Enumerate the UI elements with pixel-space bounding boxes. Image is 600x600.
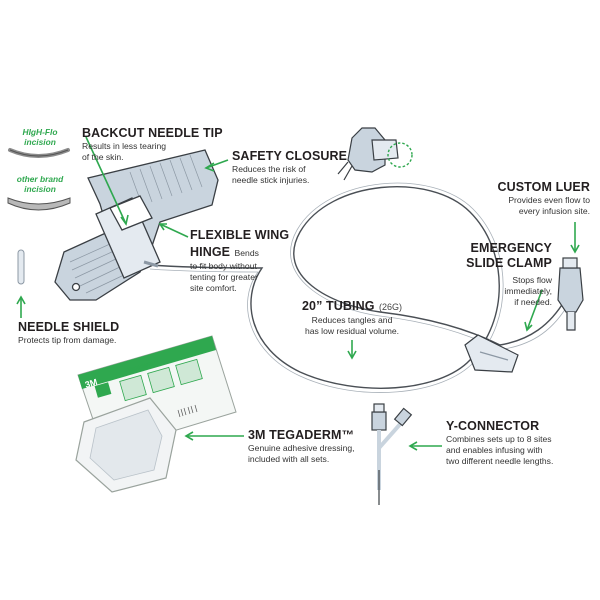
callout-flexible-wing-hinge: FLEXIBLE WING HINGE Bends to fit body wi… [190,228,290,293]
custom-luer-part [557,257,584,331]
slide-clamp-part [464,334,519,373]
safety-closure-part [337,127,413,181]
highflo-incision-label: HIgH-Flo incision [22,127,58,147]
butterfly-needle-device [54,149,219,301]
callout-y-connector: Y-CONNECTOR Combines sets up to 8 sites … [446,419,554,466]
package-brand: 3M [84,377,99,390]
callout-emergency-slide-clamp: EMERGENCY SLIDE CLAMP Stops flow immedia… [466,241,552,307]
other-incision-label: other brand incision [16,174,64,194]
callout-backcut-needle-tip: BACKCUT NEEDLE TIP Results in less teari… [82,126,223,162]
needle-shield-part [17,249,25,285]
callout-safety-closure: SAFETY CLOSURE Reduces the risk of needl… [232,149,348,185]
callout-needle-shield: NEEDLE SHIELD Protects tip from damage. [18,320,120,345]
tegaderm-dressing [75,397,177,493]
callout-tegaderm: 3M TEGADERM™ Genuine adhesive dressing, … [248,428,355,464]
callout-custom-luer: CUSTOM LUER Provides even flow to every … [497,180,590,216]
callout-arrows [16,136,580,451]
tubing [149,182,570,393]
y-connector-part [371,403,413,505]
incision-comparison [7,148,71,211]
callout-tubing: 20” TUBING (26G) Reduces tangles and has… [301,299,402,336]
